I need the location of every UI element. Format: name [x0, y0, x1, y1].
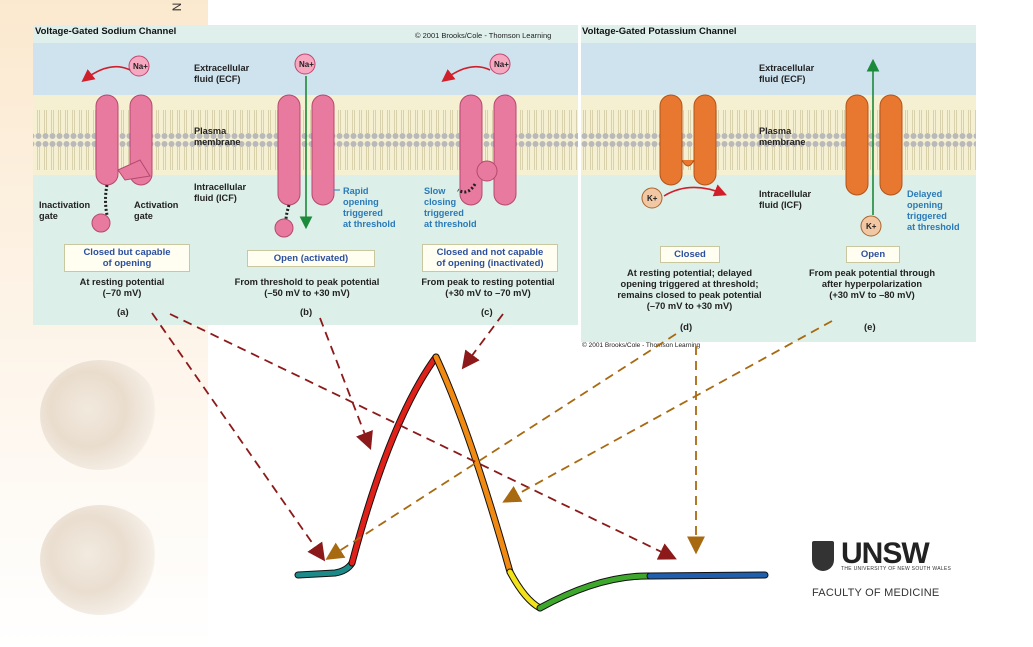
state-letter-b: (b) — [300, 307, 313, 318]
logo-subtitle: THE UNIVERSITY OF NEW SOUTH WALES — [841, 566, 952, 572]
potassium-channel-d — [641, 94, 727, 209]
state-tag-e: Open — [846, 246, 900, 263]
arrow-a-to-end — [169, 313, 677, 560]
state-tag-d: Closed — [660, 246, 720, 263]
state-tag-a: Closed but capable of opening — [64, 244, 190, 272]
hyperpolarization-segment — [537, 573, 653, 611]
state-letter-c: (c) — [481, 307, 493, 318]
return-to-rest-segment — [647, 572, 768, 579]
sodium-panel-title: Voltage-Gated Sodium Channel — [35, 26, 177, 37]
potassium-channel-e — [845, 58, 903, 237]
shell-decoration — [40, 360, 160, 470]
arrow-a-to-rest — [151, 312, 326, 562]
activation-gate-label: Activation gate — [134, 200, 179, 221]
state-letter-d: (d) — [680, 322, 693, 333]
falling-phase-segment — [433, 354, 513, 575]
state-caption-e: From peak potential through after hyperp… — [808, 268, 936, 300]
sodium-ion-label: Na+ — [494, 60, 509, 69]
state-caption-d: At resting potential; delayed opening tr… — [617, 268, 762, 311]
potassium-ion-label: K+ — [866, 222, 877, 231]
sodium-channel-a — [81, 55, 153, 233]
ecf-label: Extracellular fluid (ECF) — [759, 63, 815, 84]
sodium-ion-label: Na+ — [299, 60, 314, 69]
sodium-copyright: © 2001 Brooks/Cole - Thomson Learning — [415, 31, 552, 40]
sodium-ion-label: Na+ — [133, 62, 148, 71]
state-tag-b: Open (activated) — [247, 250, 375, 267]
shell-decoration — [40, 505, 160, 615]
potassium-panel-title: Voltage-Gated Potassium Channel — [582, 26, 737, 37]
faculty-label: FACULTY OF MEDICINE — [812, 587, 940, 599]
icf-label: Intracellular fluid (ICF) — [759, 189, 812, 210]
potassium-membrane-lipids — [581, 100, 976, 172]
state-caption-b: From threshold to peak potential (–50 mV… — [234, 277, 380, 298]
logo-wordmark: UNSW — [841, 537, 930, 570]
arrow-b-to-rising — [319, 317, 373, 451]
sodium-channel-c — [441, 53, 517, 206]
potassium-ion-label: K+ — [647, 194, 658, 203]
state-letter-a: (a) — [117, 307, 129, 318]
icf-label: Intracellular fluid (ICF) — [194, 182, 247, 203]
inactivation-gate-label: Inactivation gate — [39, 200, 91, 221]
arrow-d-to-rest — [325, 333, 677, 560]
potassium-copyright: © 2001 Brooks/Cole - Thomson Learning — [582, 342, 701, 349]
arrow-c-to-peak — [461, 313, 504, 370]
unsw-crest-icon — [812, 541, 834, 571]
slow-closing-label: Slow closing triggered at threshold — [424, 186, 477, 229]
delayed-opening-label: Delayed opening triggered at threshold — [907, 189, 960, 232]
state-letter-e: (e) — [864, 322, 876, 333]
state-caption-a: At resting potential (–70 mV) — [79, 277, 165, 298]
membrane-label: Plasma membrane — [759, 126, 806, 147]
membrane-label: Plasma membrane — [194, 126, 241, 147]
ecf-label: Extracellular fluid (ECF) — [194, 63, 250, 84]
state-tag-c: Closed and not capable of opening (inact… — [422, 244, 558, 272]
state-caption-c: From peak to resting potential (+30 mV t… — [421, 277, 555, 298]
arrow-e-to-falling — [502, 320, 833, 503]
rising-phase-segment — [349, 354, 439, 566]
sodium-channel-b — [274, 53, 340, 238]
rapid-opening-label: Rapid opening triggered at threshold — [343, 186, 396, 229]
